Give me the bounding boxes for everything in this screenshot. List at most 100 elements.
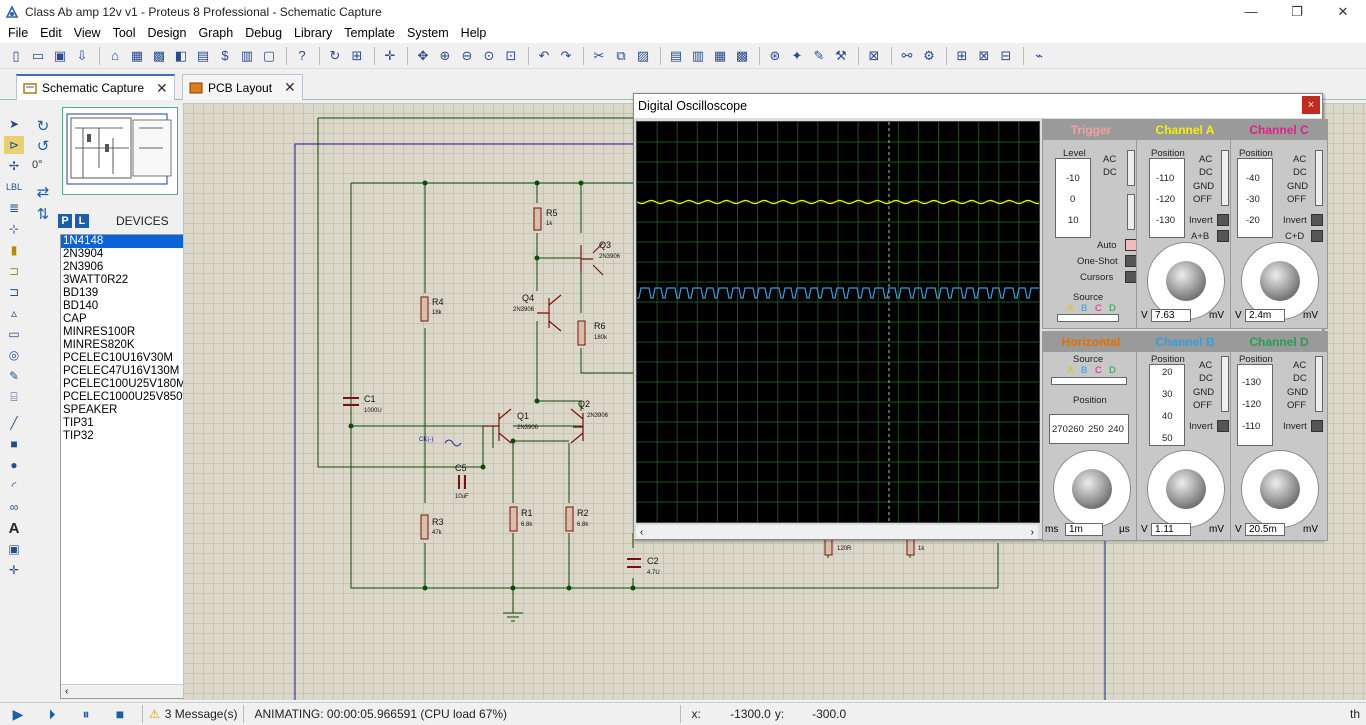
- channel-d-volts-dial[interactable]: [1241, 450, 1319, 528]
- channel-c-sum-button[interactable]: [1311, 230, 1323, 242]
- device-list-item[interactable]: CAP: [63, 313, 87, 325]
- active-popup-icon[interactable]: ▭: [8, 327, 20, 341]
- mirror-y-icon[interactable]: ⇅: [36, 206, 50, 223]
- gerber-icon[interactable]: ▤: [196, 47, 210, 63]
- menu-view[interactable]: View: [73, 26, 101, 40]
- menu-tool[interactable]: Tool: [112, 26, 136, 40]
- channel-a-coupling-switch[interactable]: [1221, 150, 1229, 206]
- junction-dot-icon[interactable]: ✢: [8, 159, 20, 173]
- channel-c-invert-button[interactable]: [1311, 214, 1323, 226]
- netlist-icon[interactable]: ⌁: [1035, 47, 1043, 63]
- line-icon[interactable]: ╱: [10, 416, 18, 430]
- pick-devices-button[interactable]: P: [58, 214, 72, 228]
- menu-library[interactable]: Library: [294, 26, 333, 40]
- block-delete-icon[interactable]: ▩: [735, 47, 749, 63]
- device-list-item[interactable]: PCELEC100U25V180M: [63, 378, 186, 390]
- scope-close-button[interactable]: ×: [1302, 96, 1320, 114]
- digital-oscilloscope-window[interactable]: Digital Oscilloscope × ‹› Trigger Level …: [633, 93, 1328, 541]
- device-list-item[interactable]: MINRES100R: [63, 326, 136, 338]
- channel-a-volts-dial[interactable]: [1147, 242, 1225, 320]
- undo-icon[interactable]: ↶: [538, 47, 550, 63]
- timebase-dial[interactable]: [1053, 450, 1131, 528]
- step-icon[interactable]: ⏵: [48, 705, 56, 722]
- import-icon[interactable]: ⇩: [76, 47, 88, 63]
- pan-icon[interactable]: ✥: [417, 47, 429, 63]
- trigger-coupling-switch[interactable]: [1127, 150, 1135, 186]
- symbol-icon[interactable]: ▣: [8, 542, 20, 556]
- device-list-item[interactable]: TIP31: [63, 417, 94, 429]
- menu-graph[interactable]: Graph: [198, 26, 234, 40]
- box-icon[interactable]: ■: [10, 437, 18, 451]
- tab-pcb-layout[interactable]: PCB Layout ✕: [182, 74, 303, 100]
- mirror-x-icon[interactable]: ⇄: [36, 184, 50, 201]
- channel-c-position-wheel[interactable]: -40 -30 -20: [1237, 158, 1273, 238]
- device-list-item[interactable]: BD139: [63, 287, 99, 299]
- zoom-area-icon[interactable]: ⊡: [505, 47, 517, 63]
- pick-device-icon[interactable]: ⊛: [769, 47, 781, 63]
- exit-to-parent-icon[interactable]: ⊟: [1000, 47, 1012, 63]
- close-window-button[interactable]: ✕: [1337, 3, 1349, 19]
- subcircuit-icon[interactable]: ▮: [10, 243, 18, 257]
- virtual-instrument-icon[interactable]: ⌸: [10, 389, 18, 404]
- rotate-clockwise-icon[interactable]: ↻: [36, 118, 50, 135]
- device-list-item[interactable]: 1N4148: [61, 235, 208, 248]
- channel-a-invert-button[interactable]: [1217, 214, 1229, 226]
- remove-sheet-icon[interactable]: ⊠: [978, 47, 990, 63]
- channel-c-volts-dial[interactable]: [1241, 242, 1319, 320]
- property-tool-icon[interactable]: ⚙: [923, 47, 935, 63]
- trigger-source-slider[interactable]: [1057, 314, 1119, 322]
- zoom-out-icon[interactable]: ⊖: [461, 47, 473, 63]
- make-device-icon[interactable]: ✦: [791, 47, 803, 63]
- channel-a-position-wheel[interactable]: -110 -120 -130: [1149, 158, 1185, 238]
- copy-icon[interactable]: ⧉: [616, 47, 626, 63]
- trigger-edge-switch[interactable]: [1127, 194, 1135, 230]
- graph-mode-icon[interactable]: ▵: [10, 306, 18, 320]
- rotation-angle[interactable]: 0°: [32, 159, 43, 171]
- text-icon[interactable]: A: [8, 519, 20, 537]
- horizontal-source-slider[interactable]: [1051, 377, 1127, 385]
- component-mode-icon[interactable]: ⊳: [4, 136, 24, 154]
- device-list-item[interactable]: 2N3906: [63, 261, 104, 273]
- menu-template[interactable]: Template: [344, 26, 395, 40]
- menu-design[interactable]: Design: [147, 26, 187, 40]
- overview-window[interactable]: [62, 107, 178, 195]
- tab-schematic-capture[interactable]: Schematic Capture ✕: [16, 74, 175, 100]
- menu-system[interactable]: System: [406, 26, 449, 40]
- device-list-item[interactable]: TIP32: [63, 430, 94, 442]
- device-list-item[interactable]: PCELEC10U16V30M: [63, 352, 173, 364]
- wire-label-icon[interactable]: LBL: [5, 182, 22, 192]
- schematic-icon[interactable]: ▦: [130, 47, 144, 63]
- arc-icon[interactable]: ◜: [11, 479, 17, 493]
- channel-d-coupling-switch[interactable]: [1315, 356, 1323, 412]
- channel-b-coupling-switch[interactable]: [1221, 356, 1229, 412]
- help-icon[interactable]: ?: [298, 48, 306, 63]
- rotate-anticlockwise-icon[interactable]: ↺: [36, 138, 50, 155]
- buses-icon[interactable]: ⊹: [8, 222, 20, 236]
- wire-autorouter-icon[interactable]: ⊠: [868, 47, 880, 63]
- path-icon[interactable]: ∞: [9, 500, 19, 514]
- stop-icon[interactable]: ■: [115, 706, 125, 722]
- decompose-icon[interactable]: ⚒: [835, 47, 847, 63]
- channel-c-coupling-switch[interactable]: [1315, 150, 1323, 206]
- channel-d-position-wheel[interactable]: -130 -120 -110: [1237, 364, 1273, 446]
- restore-button[interactable]: ❐: [1291, 3, 1303, 19]
- device-list-item[interactable]: SPEAKER: [63, 404, 118, 416]
- trigger-level-wheel[interactable]: -10 0 10: [1055, 158, 1091, 238]
- device-list-item[interactable]: PCELEC1000U25V850M: [63, 391, 193, 403]
- origin-icon[interactable]: ✛: [384, 47, 396, 63]
- close-tab-icon[interactable]: ✕: [284, 79, 296, 95]
- zoom-in-icon[interactable]: ⊕: [439, 47, 451, 63]
- block-move-icon[interactable]: ▥: [691, 47, 705, 63]
- menu-edit[interactable]: Edit: [40, 26, 62, 40]
- device-list-item[interactable]: PCELEC47U16V130M: [63, 365, 180, 377]
- packaging-tool-icon[interactable]: ✎: [813, 47, 825, 63]
- zoom-all-icon[interactable]: ⊙: [483, 47, 495, 63]
- device-list-item[interactable]: 2N3904: [63, 248, 104, 260]
- grid-icon[interactable]: ⊞: [351, 47, 363, 63]
- device-list-item[interactable]: 3WATT0R22: [63, 274, 129, 286]
- block-rotate-icon[interactable]: ▦: [713, 47, 727, 63]
- channel-b-position-wheel[interactable]: 20 30 40 50: [1149, 364, 1185, 446]
- channel-b-volts-dial[interactable]: [1147, 450, 1225, 528]
- text-script-icon[interactable]: ≣: [8, 201, 20, 215]
- pcb-icon[interactable]: ▩: [152, 47, 166, 63]
